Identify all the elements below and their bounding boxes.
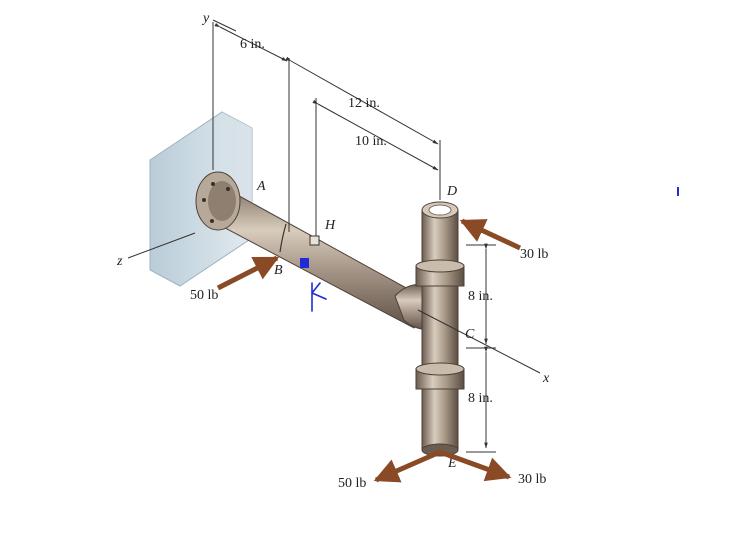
dim-label-12in: 12 in.	[348, 96, 380, 111]
z-axis-label: z	[116, 254, 123, 269]
dim-label-6in: 6 in.	[240, 37, 265, 52]
force-label-D: 30 lb	[520, 247, 548, 262]
point-label-B: B	[274, 263, 283, 278]
point-label-A: A	[256, 179, 266, 194]
z-axis-line	[127, 232, 196, 259]
dim-line-6in	[214, 22, 288, 62]
force-arrow-D	[459, 218, 522, 251]
dim-label-8in-lower: 8 in.	[468, 391, 493, 406]
force-label-E-right: 30 lb	[518, 472, 546, 487]
dim-line-10in	[312, 99, 439, 171]
point-label-E: E	[447, 456, 457, 471]
x-axis-label: x	[542, 371, 550, 386]
ink-mark-k	[311, 282, 327, 312]
ink-mark-square	[300, 258, 309, 268]
vertical-pipe	[415, 201, 465, 457]
flange-A	[195, 171, 241, 231]
point-label-D: D	[446, 184, 457, 199]
force-arrow-B	[216, 255, 280, 291]
x-axis-line	[417, 309, 541, 374]
dim-label-8in-upper: 8 in.	[468, 289, 493, 304]
point-label-C: C	[465, 327, 475, 342]
force-arrow-E-right	[439, 449, 512, 482]
force-label-E-left: 50 lb	[338, 476, 366, 491]
dim-label-10in: 10 in.	[355, 134, 387, 149]
point-marker-H	[309, 235, 320, 246]
force-label-B: 50 lb	[190, 288, 218, 303]
point-label-H: H	[324, 218, 336, 233]
y-axis-label: y	[201, 11, 210, 26]
force-arrow-E-left	[373, 449, 442, 483]
